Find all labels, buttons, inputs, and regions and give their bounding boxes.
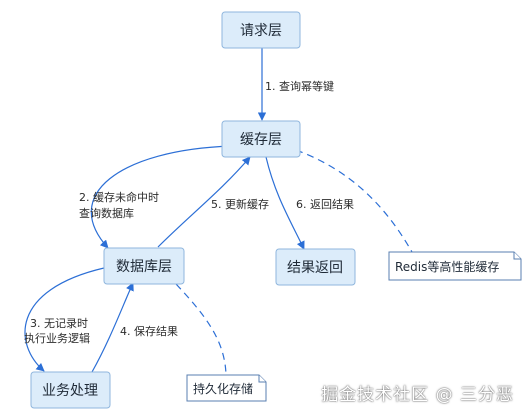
edge-cache-to-result: [265, 156, 305, 250]
note-persist-text: 持久化存储: [193, 381, 253, 396]
node-database-label: 数据库层: [116, 259, 172, 275]
node-cache-label: 缓存层: [240, 132, 282, 148]
edge-label-2b: 查询数据库: [79, 206, 134, 220]
note-link-persist: [175, 283, 227, 376]
edge-label-4: 4. 保存结果: [120, 324, 178, 338]
node-business-process: 业务处理: [30, 371, 111, 409]
node-request-layer: 请求层: [221, 11, 301, 49]
edge-database-to-business: [24, 267, 105, 372]
node-business-label: 业务处理: [42, 383, 98, 399]
edge-business-to-database: [91, 282, 134, 373]
edge-label-3a: 3. 无记录时: [30, 317, 88, 330]
node-request-label: 请求层: [240, 23, 282, 39]
edge-label-6: 6. 返回结果: [296, 198, 354, 211]
node-result-return: 结果返回: [275, 248, 356, 286]
node-result-label: 结果返回: [287, 260, 343, 276]
node-database-layer: 数据库层: [103, 247, 185, 285]
note-redis-text: Redis等高性能缓存: [395, 259, 499, 274]
edge-label-1: 1. 查询幂等键: [265, 79, 334, 93]
edge-label-5: 5. 更新缓存: [211, 197, 269, 211]
edge-label-2a: 2. 缓存未命中时: [79, 190, 159, 204]
edge-label-3b: 执行业务逻辑: [24, 331, 90, 345]
note-redis: Redis等高性能缓存: [388, 251, 522, 281]
edge-cache-to-database: [90, 145, 232, 249]
edge-database-to-cache: [157, 156, 251, 248]
watermark: 掘金技术社区 @ 三分恶: [321, 385, 514, 405]
note-persist: 持久化存储: [186, 374, 267, 402]
node-cache-layer: 缓存层: [221, 120, 301, 158]
